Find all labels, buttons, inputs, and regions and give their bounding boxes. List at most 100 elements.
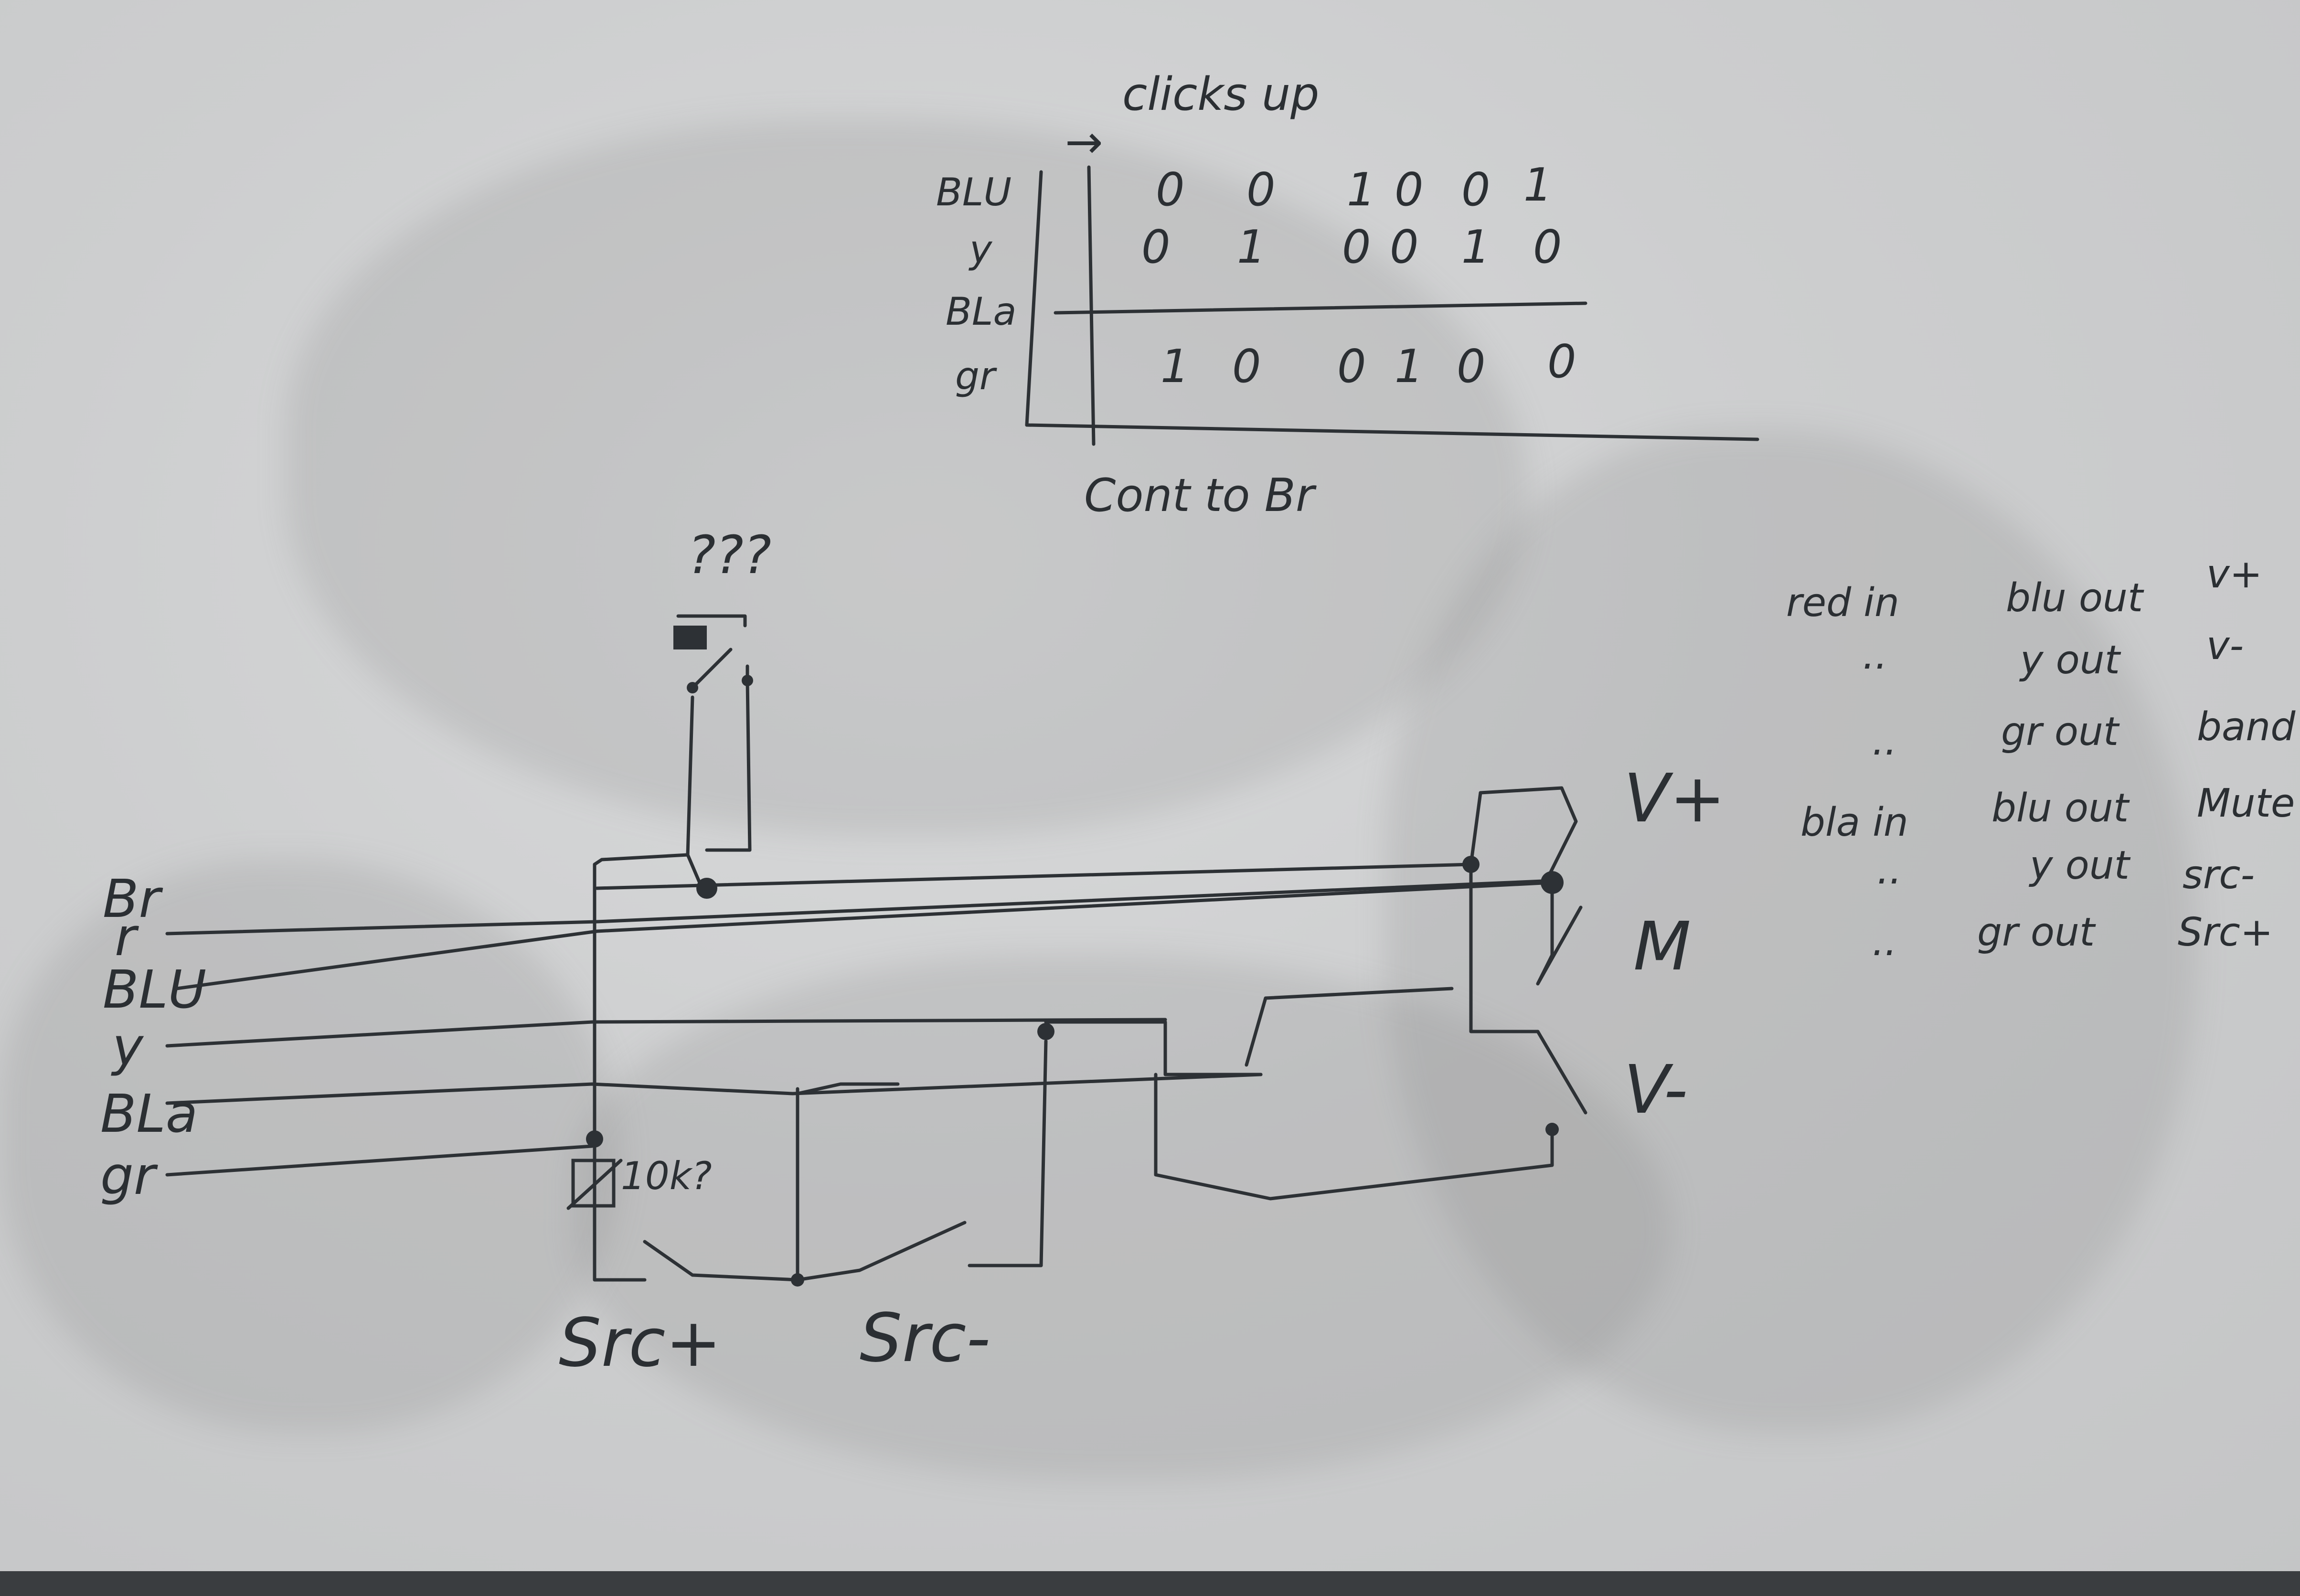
shadow-blob xyxy=(287,119,1528,836)
table-cell: 0 xyxy=(1533,221,1562,274)
wire-label-y: y xyxy=(111,1016,144,1077)
table-column-line xyxy=(1087,165,1096,446)
note-cell: y out xyxy=(2028,843,2131,888)
switch-labels: V+ M V- Src+ Src- xyxy=(559,760,1725,1382)
table-cell: 0 xyxy=(1457,340,1485,393)
note-cell: .. xyxy=(1872,919,1897,965)
unknown-switch-dot xyxy=(687,682,698,693)
wire-src-minus-top xyxy=(796,1082,900,1096)
wire-label-bla: BLa xyxy=(100,1083,198,1144)
label-mute: M xyxy=(1633,908,1691,986)
wire-bottom-return xyxy=(1154,1073,1554,1201)
table-row-label: BLa xyxy=(946,289,1016,334)
note-cell: gr out xyxy=(1977,910,2096,955)
label-srcminus: Src- xyxy=(860,1299,990,1377)
note-cell: band xyxy=(2197,704,2296,750)
wire-y-to-right xyxy=(1044,1020,1263,1076)
table-edge xyxy=(0,1571,2300,1596)
table-cell: 0 xyxy=(1246,164,1275,216)
note-cell: Src+ xyxy=(2178,910,2273,955)
junction-dot xyxy=(696,878,717,899)
wire-top-jumper xyxy=(593,853,704,890)
wire-r xyxy=(165,879,1544,936)
label-srcplus: Src+ xyxy=(559,1304,722,1382)
note-cell: red in xyxy=(1786,580,1899,626)
wire-label-gr: gr xyxy=(100,1145,158,1206)
note-cell: blu out xyxy=(1991,786,2130,831)
table-left-border xyxy=(1025,170,1043,427)
note-cell: v- xyxy=(2206,623,2244,669)
clicks-table: clicks up → BLU y BLa gr 0 0 1 0 0 1 0 1… xyxy=(936,68,1759,522)
wire-right-vertical xyxy=(1469,862,1540,1033)
wire-label-blu: BLU xyxy=(103,959,206,1020)
note-cell: .. xyxy=(1872,719,1897,764)
table-cell: 0 xyxy=(1395,164,1423,216)
wire-unknown-loop xyxy=(686,679,752,857)
label-vminus: V- xyxy=(1624,1051,1688,1129)
wire-gr xyxy=(165,1144,594,1177)
table-row-label: y xyxy=(969,227,993,272)
junction-dot xyxy=(1462,856,1480,873)
resistor-body xyxy=(571,1159,616,1208)
wire-mute-switch xyxy=(1536,881,1583,986)
wire-label-br: Br xyxy=(103,868,163,929)
notes-block: red in blu out v+ .. y out v- .. gr out … xyxy=(1786,552,2296,965)
table-cell: 1 xyxy=(1161,340,1189,393)
table-cell: 0 xyxy=(1232,340,1261,393)
wire-vplus-switch xyxy=(1469,786,1578,881)
table-cell: 1 xyxy=(1395,340,1423,393)
note-cell: .. xyxy=(1863,633,1887,678)
note-cell: v+ xyxy=(2206,552,2262,597)
label-vplus: V+ xyxy=(1624,760,1725,838)
note-cell: y out xyxy=(2019,638,2121,683)
wire-src-right xyxy=(968,1039,1048,1267)
shadow-blob xyxy=(0,860,621,1433)
junction-dot xyxy=(586,1130,603,1148)
wire-label-r: r xyxy=(115,906,139,968)
table-arrow: → xyxy=(1065,116,1103,169)
wire-src-bottom xyxy=(643,1221,967,1282)
wire-blu xyxy=(175,881,1554,990)
table-row-label: BLU xyxy=(936,170,1012,214)
junction-dot xyxy=(1037,1023,1054,1040)
wire-y xyxy=(165,1018,1167,1048)
resistor-label: 10k? xyxy=(621,1154,712,1198)
shadow-blob xyxy=(573,955,1672,1480)
table-title: clicks up xyxy=(1122,68,1319,121)
table-cell: 1 xyxy=(1347,164,1375,216)
table-bottom-border xyxy=(1025,423,1759,441)
shadow-blob xyxy=(1385,430,2197,1433)
note-cell: Mute xyxy=(2197,781,2295,826)
wire-br xyxy=(595,862,1473,890)
table-cell: 0 xyxy=(1156,164,1184,216)
junctions xyxy=(586,856,1564,1287)
note-cell: gr out xyxy=(2001,709,2120,755)
table-cell: 0 xyxy=(1141,221,1170,274)
wire-bla xyxy=(165,1073,1263,1105)
unknown-label: ??? xyxy=(688,524,771,585)
table-cell: 1 xyxy=(1237,221,1266,274)
table-divider xyxy=(1054,301,1587,315)
table-row-label: gr xyxy=(955,354,998,398)
table-footer: Cont to Br xyxy=(1084,469,1317,522)
wire-vminus-switch xyxy=(1536,1030,1587,1115)
table-cell: 0 xyxy=(1342,221,1371,274)
resistor-arrow xyxy=(566,1159,623,1210)
table-cell: 1 xyxy=(1523,159,1552,212)
note-cell: bla in xyxy=(1800,800,1908,845)
table-cell: 0 xyxy=(1337,340,1366,393)
note-cell: blu out xyxy=(2006,575,2144,621)
wire-mute-feed xyxy=(1245,987,1454,1067)
table-cell: 1 xyxy=(1461,221,1490,274)
note-cell: .. xyxy=(1877,848,1902,893)
wire-labels: Br r BLU y BLa gr xyxy=(100,868,206,1206)
junction-dot xyxy=(791,1273,804,1287)
unknown-switch-dot xyxy=(742,675,753,686)
wires xyxy=(165,679,1587,1287)
unknown-component: ??? xyxy=(673,524,771,693)
resistor: 10k? xyxy=(566,1154,712,1210)
junction-dot xyxy=(1545,1123,1559,1136)
note-cell: src- xyxy=(2183,852,2255,898)
